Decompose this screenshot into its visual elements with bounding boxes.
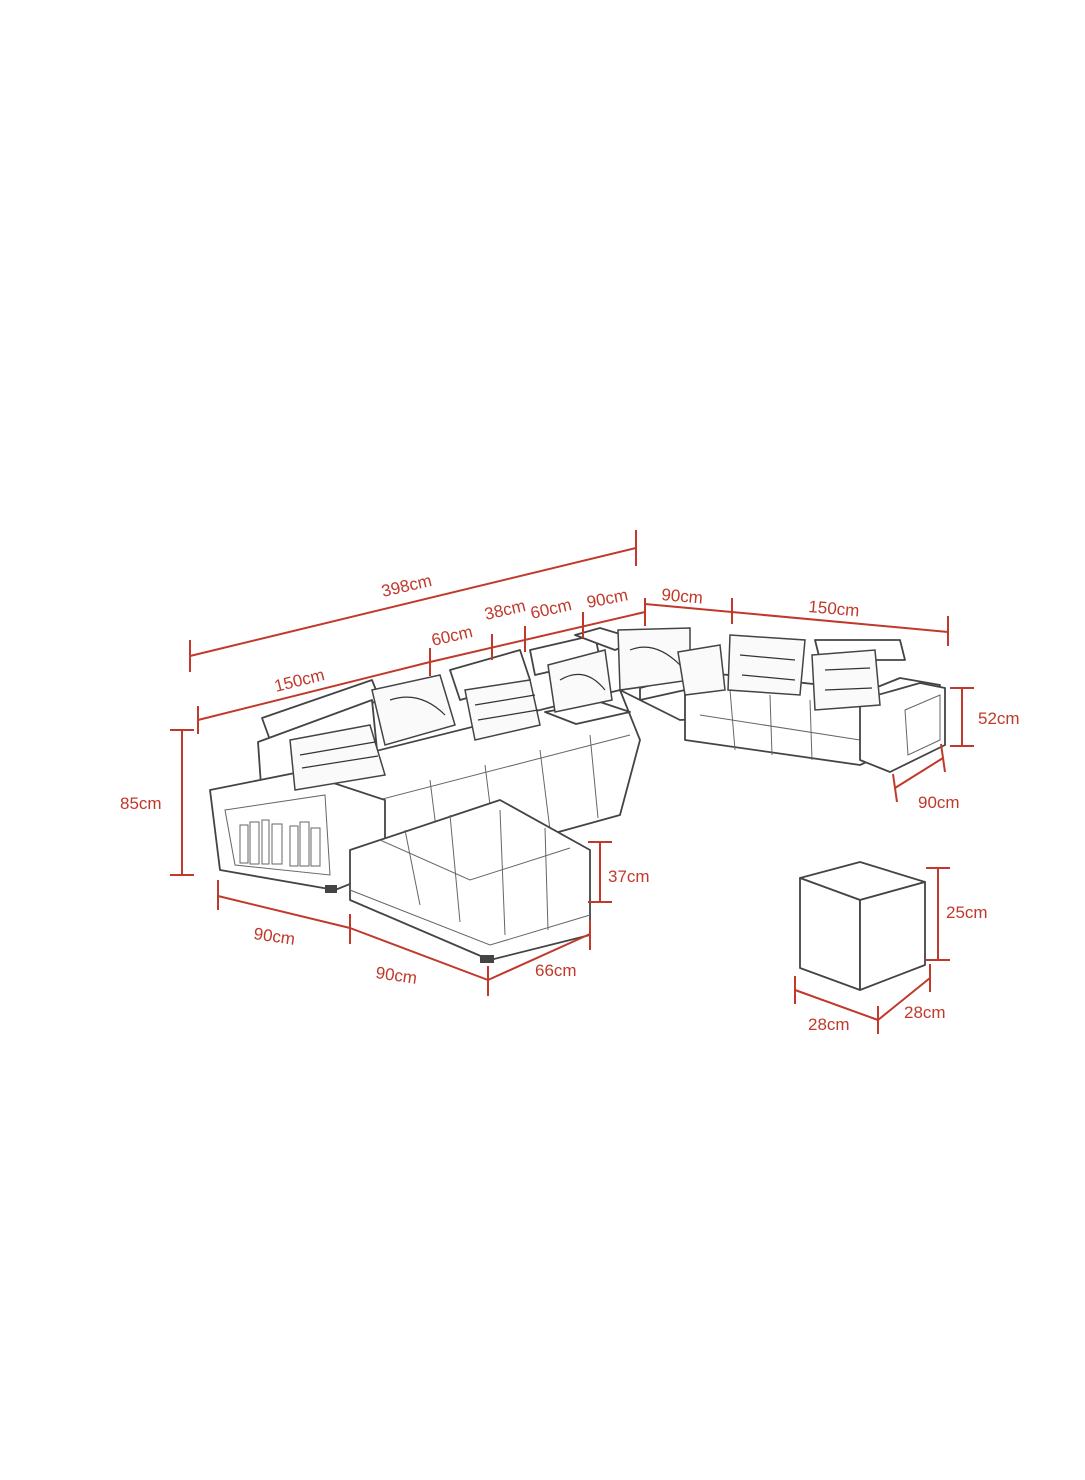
label-right-depth: 90cm — [918, 793, 960, 812]
label-right-seat-width: 150cm — [808, 597, 860, 620]
decorative-pillows — [289, 627, 881, 791]
label-chaise-depth: 90cm — [252, 924, 296, 949]
label-total-height: 85cm — [120, 794, 162, 813]
right-armrest — [859, 682, 946, 773]
label-stool-depth: 28cm — [904, 1003, 946, 1022]
label-stool-width: 28cm — [808, 1015, 850, 1034]
dimension-lines — [170, 530, 974, 1034]
label-seg-60-b: 60cm — [529, 595, 574, 623]
stool-side — [859, 881, 926, 991]
label-chaise-length: 90cm — [374, 963, 418, 988]
sofa-illustration — [209, 627, 946, 963]
books — [239, 819, 321, 867]
label-corner-90: 90cm — [585, 585, 629, 612]
label-seg-60-a: 60cm — [430, 622, 475, 650]
label-left-seat-width: 150cm — [272, 665, 326, 696]
label-stool-height: 25cm — [946, 903, 988, 922]
label-seg-38: 38cm — [483, 596, 528, 624]
label-arm-height: 52cm — [978, 709, 1020, 728]
label-total-length: 398cm — [380, 571, 434, 601]
label-right-corner-90: 90cm — [661, 585, 704, 608]
label-seat-height: 37cm — [608, 867, 650, 886]
label-chaise-width: 66cm — [535, 961, 577, 980]
stool-illustration — [799, 861, 926, 991]
